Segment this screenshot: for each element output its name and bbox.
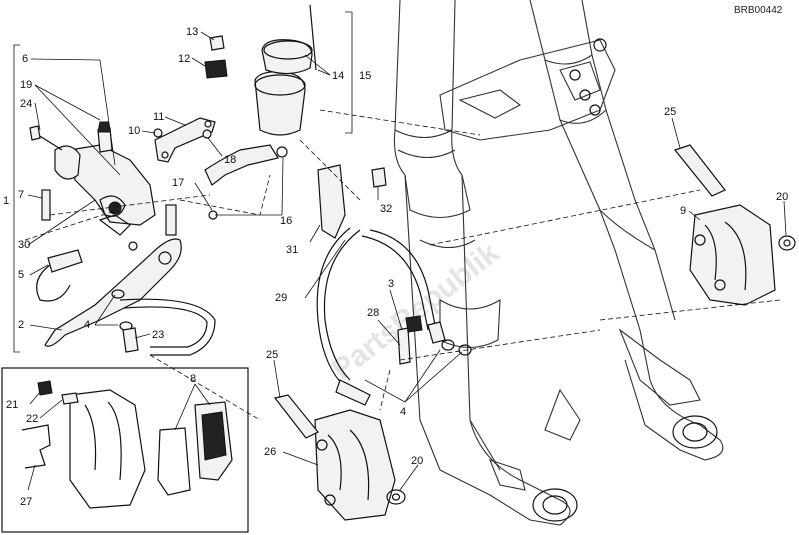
callout-17: 17 xyxy=(172,177,184,189)
callout-24: 24 xyxy=(20,98,32,110)
callout-25-right: 25 xyxy=(664,106,676,118)
diagram-code: BRB00442 xyxy=(734,5,783,16)
callout-6: 6 xyxy=(22,53,28,65)
callout-16: 16 xyxy=(280,215,292,227)
callout-19: 19 xyxy=(20,79,32,91)
callout-21: 21 xyxy=(6,399,18,411)
watermark: PartsRepublik xyxy=(326,236,506,386)
inset-pads xyxy=(1,367,249,533)
callout-15: 15 xyxy=(359,70,371,82)
left-caliper xyxy=(273,394,406,521)
callout-30: 30 xyxy=(18,239,30,251)
callout-29: 29 xyxy=(275,292,287,304)
callout-5: 5 xyxy=(18,269,24,281)
callout-13: 13 xyxy=(186,26,198,38)
callout-4-master: 4 xyxy=(84,319,90,331)
callout-23: 23 xyxy=(152,329,164,341)
callout-9: 9 xyxy=(680,205,686,217)
callout-11: 11 xyxy=(153,111,164,123)
callout-27: 27 xyxy=(20,496,32,508)
callout-26: 26 xyxy=(264,446,276,458)
callout-22: 22 xyxy=(26,413,38,425)
front-fork xyxy=(393,0,724,526)
callout-32: 32 xyxy=(380,203,392,215)
brake-hose-29 xyxy=(316,164,472,406)
master-cylinder-assembly xyxy=(29,4,317,347)
callout-31: 31 xyxy=(286,244,298,256)
callout-8: 8 xyxy=(190,373,196,385)
callout-18: 18 xyxy=(224,154,236,166)
group-brackets xyxy=(13,11,353,353)
callout-12: 12 xyxy=(178,53,190,65)
callout-7: 7 xyxy=(18,189,24,201)
callout-1: 1 xyxy=(3,195,9,207)
leader-lines xyxy=(27,31,787,491)
callout-4-hose: 4 xyxy=(400,406,406,418)
callout-labels: 1 2 3 4 4 5 6 7 8 9 10 11 12 13 14 15 16… xyxy=(3,26,788,508)
callout-10: 10 xyxy=(128,125,140,137)
callout-20-left: 20 xyxy=(411,455,423,467)
callout-2: 2 xyxy=(18,319,24,331)
right-caliper xyxy=(673,144,796,306)
assembly-lines xyxy=(24,109,781,421)
callout-14: 14 xyxy=(332,70,344,82)
master-hose xyxy=(111,289,216,356)
callout-28: 28 xyxy=(367,307,379,319)
callout-3: 3 xyxy=(388,278,394,290)
callout-20-right: 20 xyxy=(776,191,788,203)
callout-25-left: 25 xyxy=(266,349,278,361)
